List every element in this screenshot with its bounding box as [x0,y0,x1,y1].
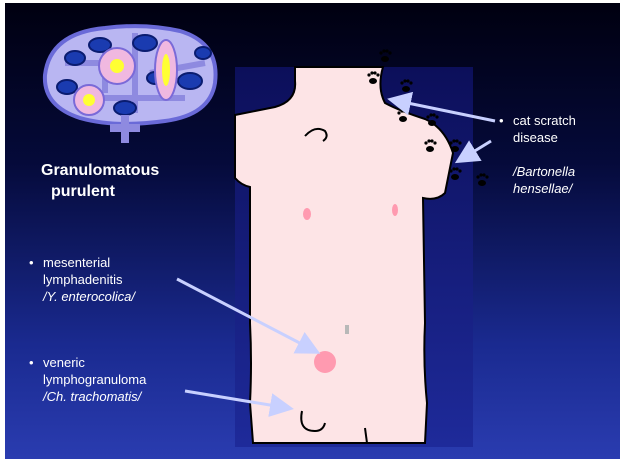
bullet-line-2: lymphadenitis [43,271,135,288]
pathogen-label: /Y. enterocolica/ [43,288,135,305]
pathogen-label: /Ch. trachomatis/ [43,388,146,405]
cat-paw-print-icon [379,49,391,62]
pathogen-label-line-1: /Bartonella [513,163,576,180]
bullet-cat-scratch: • cat scratch disease /Bartonella hensel… [513,112,576,197]
body-silhouette [235,67,453,443]
slide-title: Granulomatous purulent [41,160,159,202]
cat-paw-print-icon [449,167,461,180]
title-line-1: Granulomatous [41,160,159,181]
bullet-line-2: lymphogranuloma [43,371,146,388]
bullet-dot: • [29,354,34,371]
bullet-mesenterial: • mesenterial lymphadenitis /Y. enteroco… [43,254,135,305]
bullet-dot: • [499,112,504,129]
bullet-line-1: mesenterial [43,254,135,271]
bullet-line-1: cat scratch [513,112,576,129]
bullet-line-1: veneric [43,354,146,371]
slide: Granulomatous purulent • mesenterial lym… [5,3,620,459]
bullet-dot: • [29,254,34,271]
lymph-node-diagram [45,26,216,143]
bullet-veneric: • veneric lymphogranuloma /Ch. trachomat… [43,354,146,405]
cat-paw-print-icon [400,79,412,92]
cat-paw-print-icon [476,173,488,186]
bullet-line-2: disease [513,129,576,146]
pathogen-label-line-2: hensellae/ [513,180,576,197]
title-line-2: purulent [41,181,159,202]
arrow-icon [460,141,491,160]
